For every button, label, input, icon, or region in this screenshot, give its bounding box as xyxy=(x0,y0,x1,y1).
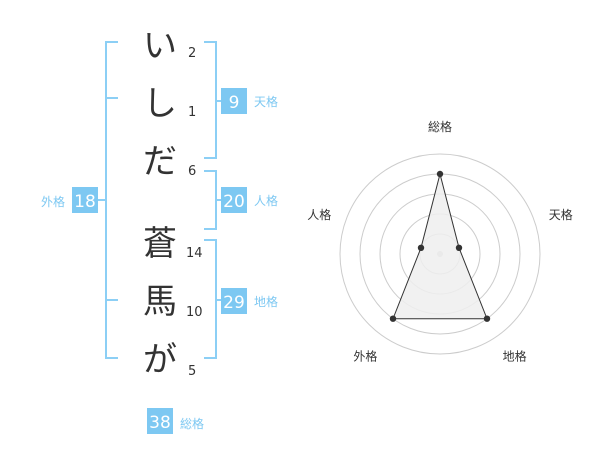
jinkaku-value: 20 xyxy=(223,192,245,212)
soukaku-box xyxy=(147,408,173,434)
radar-axis-label: 地格 xyxy=(503,349,527,364)
gaikaku-box xyxy=(72,187,98,213)
tenkaku-box xyxy=(221,88,247,114)
stroke-count: 1 xyxy=(188,105,196,120)
gaikaku-bracket xyxy=(98,41,118,359)
stroke-count: 10 xyxy=(186,305,203,320)
tenkaku-badge: 9 天格 xyxy=(221,88,278,114)
stroke-count: 2 xyxy=(188,46,196,61)
radar-point xyxy=(389,315,397,322)
chikaku-label: 地格 xyxy=(254,294,278,309)
stroke-count: 6 xyxy=(188,164,196,179)
name-char: だ xyxy=(143,142,177,182)
radar-series xyxy=(389,170,491,322)
name-char: 蒼 xyxy=(143,224,177,264)
chikaku-box xyxy=(221,288,247,314)
tenkaku-label: 天格 xyxy=(254,94,278,109)
soukaku-label: 総格 xyxy=(180,416,204,431)
radar-axis-label: 外格 xyxy=(353,349,377,364)
radar-ring xyxy=(339,153,541,355)
jinkaku-label: 人格 xyxy=(254,193,278,208)
chikaku-badge: 29 地格 xyxy=(221,288,278,314)
gaikaku-label: 外格 xyxy=(41,194,65,209)
radar-point xyxy=(417,244,425,251)
gaikaku-value: 18 xyxy=(74,192,96,212)
radar-point xyxy=(455,244,463,251)
stroke-count: 5 xyxy=(188,364,196,379)
radar-axis-label: 人格 xyxy=(307,207,331,222)
radar-axis-label: 天格 xyxy=(549,207,573,222)
stroke-counts: 2 1 6 14 10 5 xyxy=(186,46,203,379)
name-char: 馬 xyxy=(143,282,177,322)
name-char: い xyxy=(143,26,177,66)
soukaku-value: 38 xyxy=(149,413,171,433)
name-char: し xyxy=(143,84,177,124)
name-characters: い し だ 蒼 馬 が xyxy=(143,26,177,380)
gaikaku-badge: 外格 18 xyxy=(41,187,98,213)
jinkaku-badge: 20 人格 xyxy=(221,187,278,213)
tenkaku-bracket xyxy=(204,41,222,159)
radar-point xyxy=(483,315,491,322)
radar-polygon xyxy=(392,173,488,320)
name-char: が xyxy=(143,340,177,380)
jinkaku-box xyxy=(221,187,247,213)
radar-point xyxy=(436,170,444,178)
chikaku-bracket xyxy=(204,239,222,359)
jinkaku-bracket xyxy=(204,170,222,230)
stroke-count: 14 xyxy=(186,246,203,261)
chikaku-value: 29 xyxy=(223,293,245,313)
tenkaku-value: 9 xyxy=(229,93,240,113)
soukaku-badge: 38 総格 xyxy=(147,408,204,434)
radar-axis-label: 総格 xyxy=(428,119,452,134)
